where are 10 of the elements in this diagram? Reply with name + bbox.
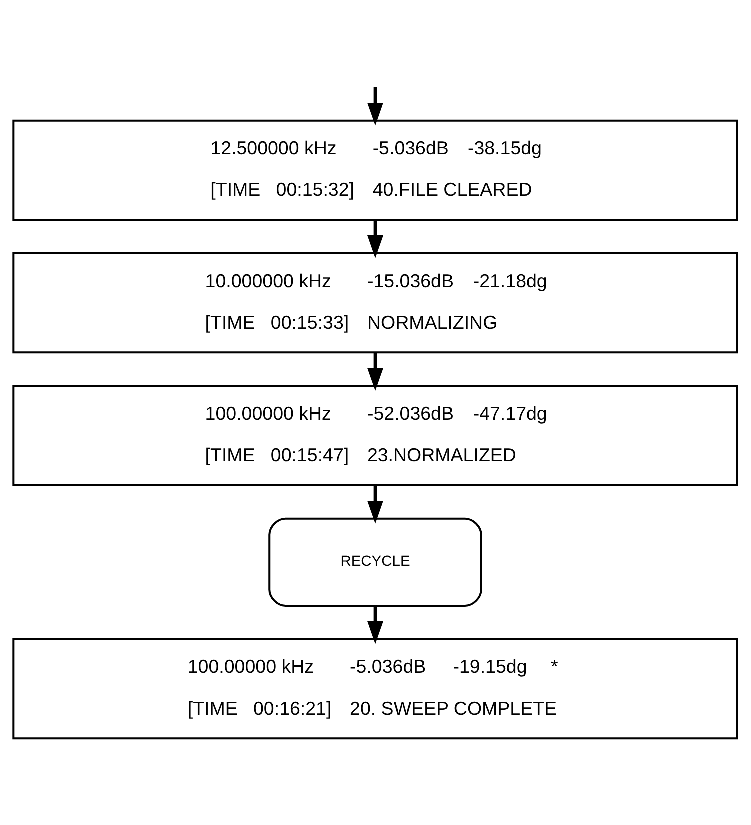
arrow [368, 352, 384, 392]
node-box: 100.00000 kHz -52.036dB -47.17dg [TIME 00:15:47] 23.NORMALIZED [12, 385, 738, 486]
arrow [368, 485, 384, 524]
arrow [368, 220, 384, 258]
node-box: 12.500000 kHz -5.036dB -38.15dg [TIME 00:15:32] 40.FILE CLEARED [12, 120, 738, 221]
arrow [368, 87, 384, 126]
node-box: RECYCLE [268, 518, 482, 607]
node-box: 100.00000 kHz -5.036dB -19.15dg * [TIME 00:16:21] 20. SWEEP COMPLETE [12, 638, 738, 740]
node-box: 10.000000 kHz -15.036dB -21.18dg [TIME 00:15:33] NORMALIZING [12, 252, 738, 354]
arrow [368, 606, 384, 644]
